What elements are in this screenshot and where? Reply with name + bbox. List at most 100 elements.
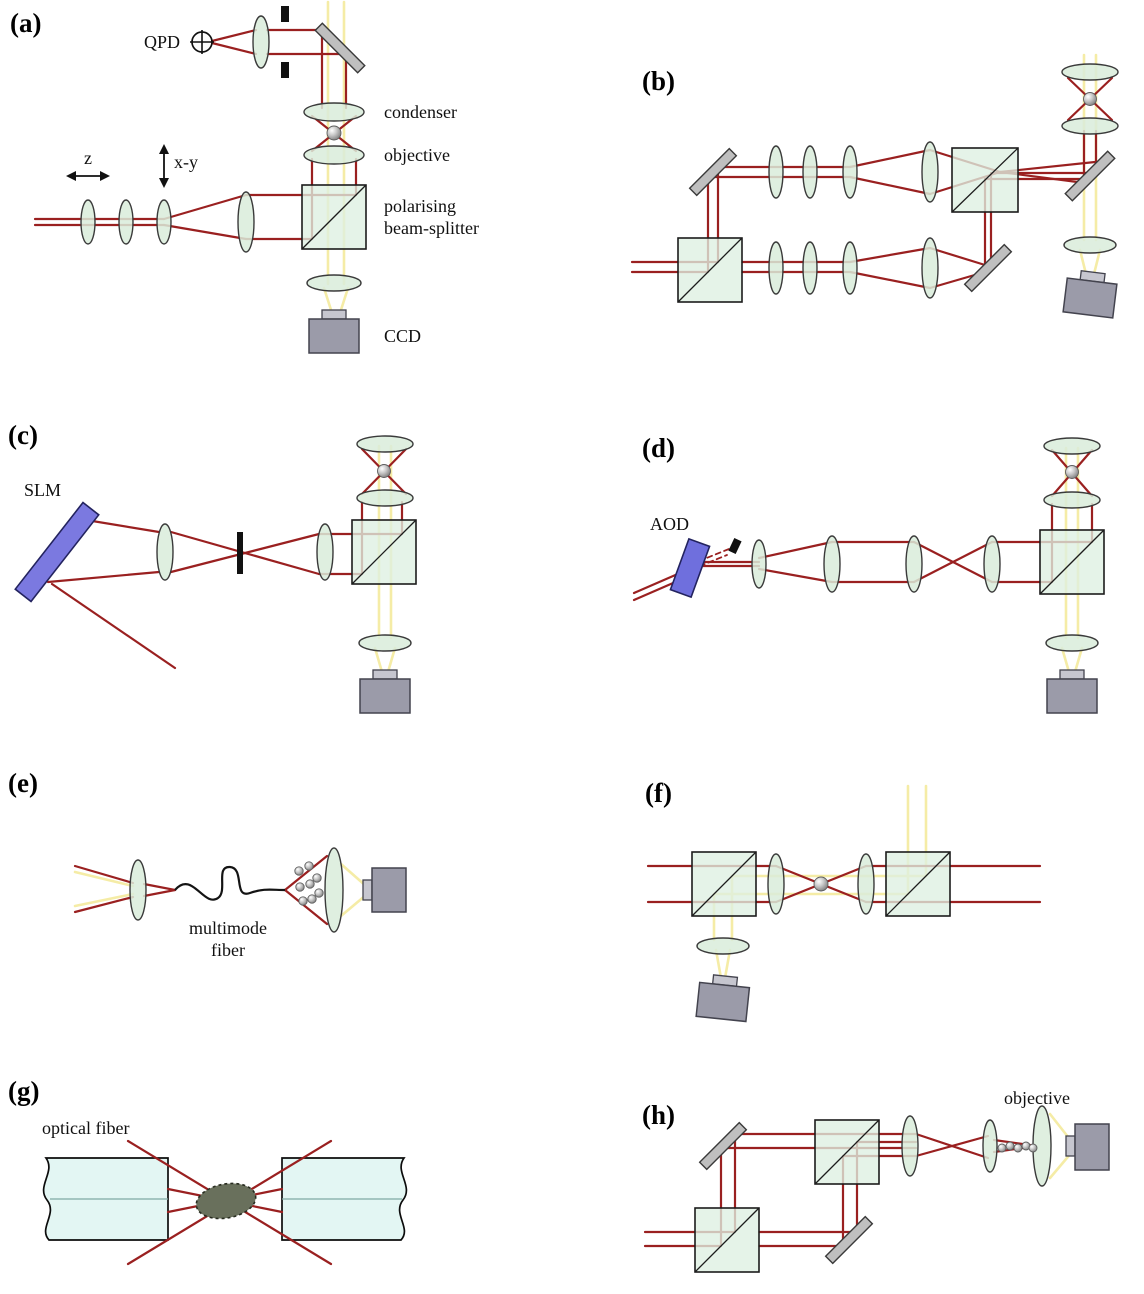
qpd-detector <box>190 30 214 54</box>
hardware <box>669 465 1098 714</box>
camera-lens <box>1045 634 1099 652</box>
objective-lens <box>356 489 414 507</box>
ccd-camera <box>362 867 407 913</box>
panel-a: (a) QPD z x-y condenser objective polari… <box>10 0 479 354</box>
camera-lens <box>1063 236 1117 254</box>
beam-splitter-cube <box>1039 529 1105 595</box>
objective-lens <box>1061 117 1119 135</box>
hardware <box>14 464 411 714</box>
steering-lens <box>156 199 172 245</box>
optics <box>691 851 951 955</box>
hardware <box>695 876 829 1023</box>
trapped-bead <box>377 464 391 478</box>
relay-lens <box>768 145 784 199</box>
panel-g: (g) optical fiber <box>8 1076 408 1266</box>
pbs-label-line2: beam-splitter <box>384 218 479 238</box>
trap-beam-red <box>632 448 1094 602</box>
relay-lens <box>901 1115 919 1177</box>
camera-lens <box>358 634 412 652</box>
trap-beam-red <box>73 854 329 926</box>
fiber-blocks <box>42 1157 408 1241</box>
beam-splitter-cube <box>951 147 1019 213</box>
relay-lens <box>842 241 858 295</box>
beam-splitter-cube <box>885 851 951 917</box>
beam-splitter-cube <box>351 519 417 585</box>
condenser-lens <box>1061 63 1119 81</box>
condenser-lens <box>1043 437 1101 455</box>
trapped-bead <box>1065 465 1079 479</box>
collection-lens <box>324 847 344 933</box>
aperture-bar <box>281 62 289 78</box>
bead-cluster <box>294 861 324 906</box>
bead-row <box>997 1141 1038 1153</box>
qpd-lens <box>252 15 270 69</box>
panel-e: (e) multimode fiber <box>8 768 407 960</box>
objective-lens <box>857 853 875 915</box>
trapped-bead <box>326 125 342 141</box>
panel-c-label: (c) <box>8 420 38 450</box>
pbs-label-line1: polarising <box>384 196 456 216</box>
aod-label: AOD <box>650 514 689 534</box>
relay-lens <box>823 535 841 593</box>
relay-lens <box>905 535 923 593</box>
slm-panel <box>14 501 100 603</box>
hardware <box>698 1121 1110 1265</box>
beam-block <box>728 537 742 555</box>
relay-lens <box>768 241 784 295</box>
optics <box>129 847 344 933</box>
panel-b: (b) <box>630 53 1119 319</box>
optical-fiber-label: optical fiber <box>42 1118 129 1138</box>
relay-lens <box>983 535 1001 593</box>
fiber-label-line2: fiber <box>211 940 245 960</box>
illumination-beam-yellow <box>73 862 368 918</box>
dichroic-mirror <box>314 22 366 74</box>
ccd-camera <box>1065 1123 1110 1171</box>
panel-h-label: (h) <box>642 1100 675 1130</box>
panel-b-label: (b) <box>642 66 675 96</box>
aperture-bar <box>281 6 289 22</box>
relay-lens <box>842 145 858 199</box>
optics <box>80 15 367 292</box>
panel-g-label: (g) <box>8 1076 39 1106</box>
hardware <box>66 6 366 354</box>
beam-splitter-cube <box>814 1119 880 1185</box>
panel-a-label: (a) <box>10 8 41 38</box>
steering-lens <box>118 199 134 245</box>
panel-f-label: (f) <box>645 778 672 808</box>
hardware <box>688 92 1118 319</box>
beam-splitter-cube <box>691 851 757 917</box>
xy-axis-label: x-y <box>174 152 198 172</box>
ccd-label: CCD <box>384 326 421 346</box>
panel-e-label: (e) <box>8 768 38 798</box>
ccd-camera <box>359 669 411 714</box>
panel-f: (f) <box>645 778 1042 1023</box>
xy-arrow <box>159 144 169 188</box>
optics <box>156 435 417 652</box>
multimode-fiber-cord <box>174 865 286 901</box>
condenser-lens <box>303 102 365 122</box>
beam-splitter-cube <box>694 1207 760 1273</box>
ccd-camera <box>1046 669 1098 714</box>
steering-lens <box>80 199 96 245</box>
steering-mirror <box>698 1121 748 1171</box>
optics <box>751 437 1105 652</box>
steering-mirror <box>824 1215 874 1265</box>
optics <box>694 1105 1052 1273</box>
relay-lens <box>802 145 818 199</box>
panel-h: (h) objective <box>642 1088 1110 1273</box>
aod-crystal <box>669 537 711 599</box>
qpd-label: QPD <box>144 32 180 52</box>
objective-lens <box>1043 491 1101 509</box>
objective-label: objective <box>1004 1088 1070 1108</box>
relay-lens <box>237 191 255 253</box>
relay-lens <box>982 1119 998 1173</box>
objective-label: objective <box>384 145 450 165</box>
pinhole-aperture <box>237 532 243 574</box>
ccd-camera <box>308 309 360 354</box>
trapped-cell <box>195 1182 257 1220</box>
slm-label: SLM <box>24 480 61 500</box>
relay-lens <box>751 539 767 589</box>
relay-lens <box>802 241 818 295</box>
camera-lens <box>306 274 362 292</box>
